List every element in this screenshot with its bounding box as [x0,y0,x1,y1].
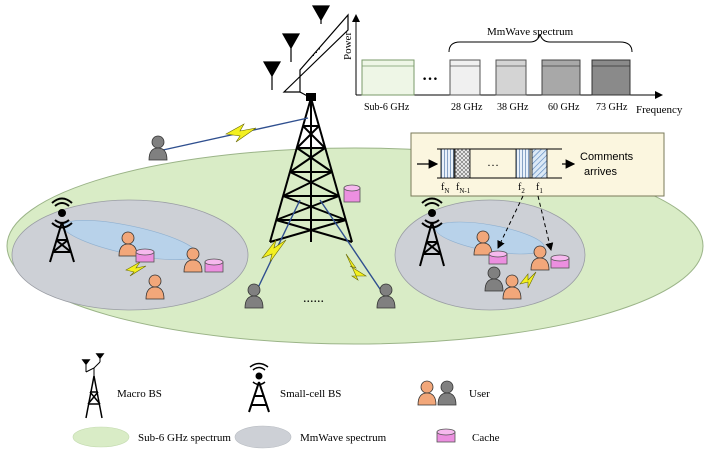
band-label-sub6: Sub-6 GHz [364,102,410,113]
small-cell-bs-right [419,197,445,267]
macro-cache [343,184,361,203]
spectrum-ellipsis: … [422,67,438,84]
label-f1: f [536,182,540,193]
comment-queue: … Comments arrives fN fN-1 f2 f1 [410,132,665,197]
band-38ghz [495,59,527,96]
mmwave-brace [448,33,633,53]
slot-fN [440,148,455,179]
label-fN-1-sub: N-1 [459,187,470,195]
legend-cache: Cache [472,432,500,444]
slot-fN-1 [454,148,471,179]
frequency-label: Frequency [636,104,683,116]
label-f2: f [518,182,522,193]
bolt-icon [261,239,287,263]
macro-antenna-array: ⋰ [262,5,349,99]
power-label: Power [342,32,354,60]
legend-sub6-spectrum: Sub-6 GHz spectrum [138,432,231,444]
band-sub6 [361,59,415,96]
bolt-icon [345,253,368,281]
band-label-73ghz: 73 GHz [596,102,628,113]
queue-label-line1: Comments [580,151,634,163]
svg-text:⋰: ⋰ [312,47,321,57]
slot-f1 [531,148,548,179]
band-label-38ghz: 38 GHz [497,102,529,113]
svg-text:f1: f1 [536,182,543,195]
label-fN-1: f [456,182,460,193]
small-cell-bs-left [49,197,75,263]
label-f1-sub: 1 [539,187,543,195]
band-label-60ghz: 60 GHz [548,102,580,113]
slot-f2 [515,148,531,179]
small-cell-bs-icon [248,362,270,413]
bolt-icon [519,271,537,289]
svg-text:f2: f2 [518,182,525,195]
users-ellipsis: ...... [303,291,324,306]
spectrum-chart: Power Frequency MmWave spectrum … Sub-6 … [342,14,683,116]
macro-bs-icon [81,353,105,419]
cache [488,250,508,265]
band-label-28ghz: 28 GHz [451,102,483,113]
queue-dots: … [487,155,499,169]
cache [550,254,570,269]
legend-macro-bs: Macro BS [117,388,162,400]
user-icon-orange [417,380,437,406]
legend-user: User [469,388,490,400]
band-73ghz [591,59,631,96]
svg-text:fN-1: fN-1 [456,182,471,195]
wireless-bolts [125,123,537,289]
legend-small-cell-bs: Small-cell BS [280,388,341,400]
label-fN-sub: N [444,187,449,195]
macro-bs-tower [269,93,353,243]
bolt-icon [225,123,257,143]
svg-text:fN: fN [441,182,449,195]
mmwave-spectrum-label: MmWave spectrum [487,26,574,38]
cache [135,248,155,263]
cache-icon [436,428,456,443]
label-f2-sub: 2 [521,187,525,195]
delivery-arrows [497,195,554,251]
legend-mmwave-spectrum: MmWave spectrum [300,432,387,444]
mmwave-spectrum-swatch [234,425,292,449]
cache [204,258,224,273]
queue-label-line2: arrives [584,166,618,178]
label-fN: f [441,182,445,193]
legend: Macro BS Small-cell BS User Sub-6 GHz sp… [72,353,500,449]
user-icon-gray [437,380,457,406]
band-60ghz [541,59,581,96]
band-28ghz [449,59,481,96]
sub6-spectrum-swatch [72,426,130,448]
user-gray-top [148,135,168,161]
